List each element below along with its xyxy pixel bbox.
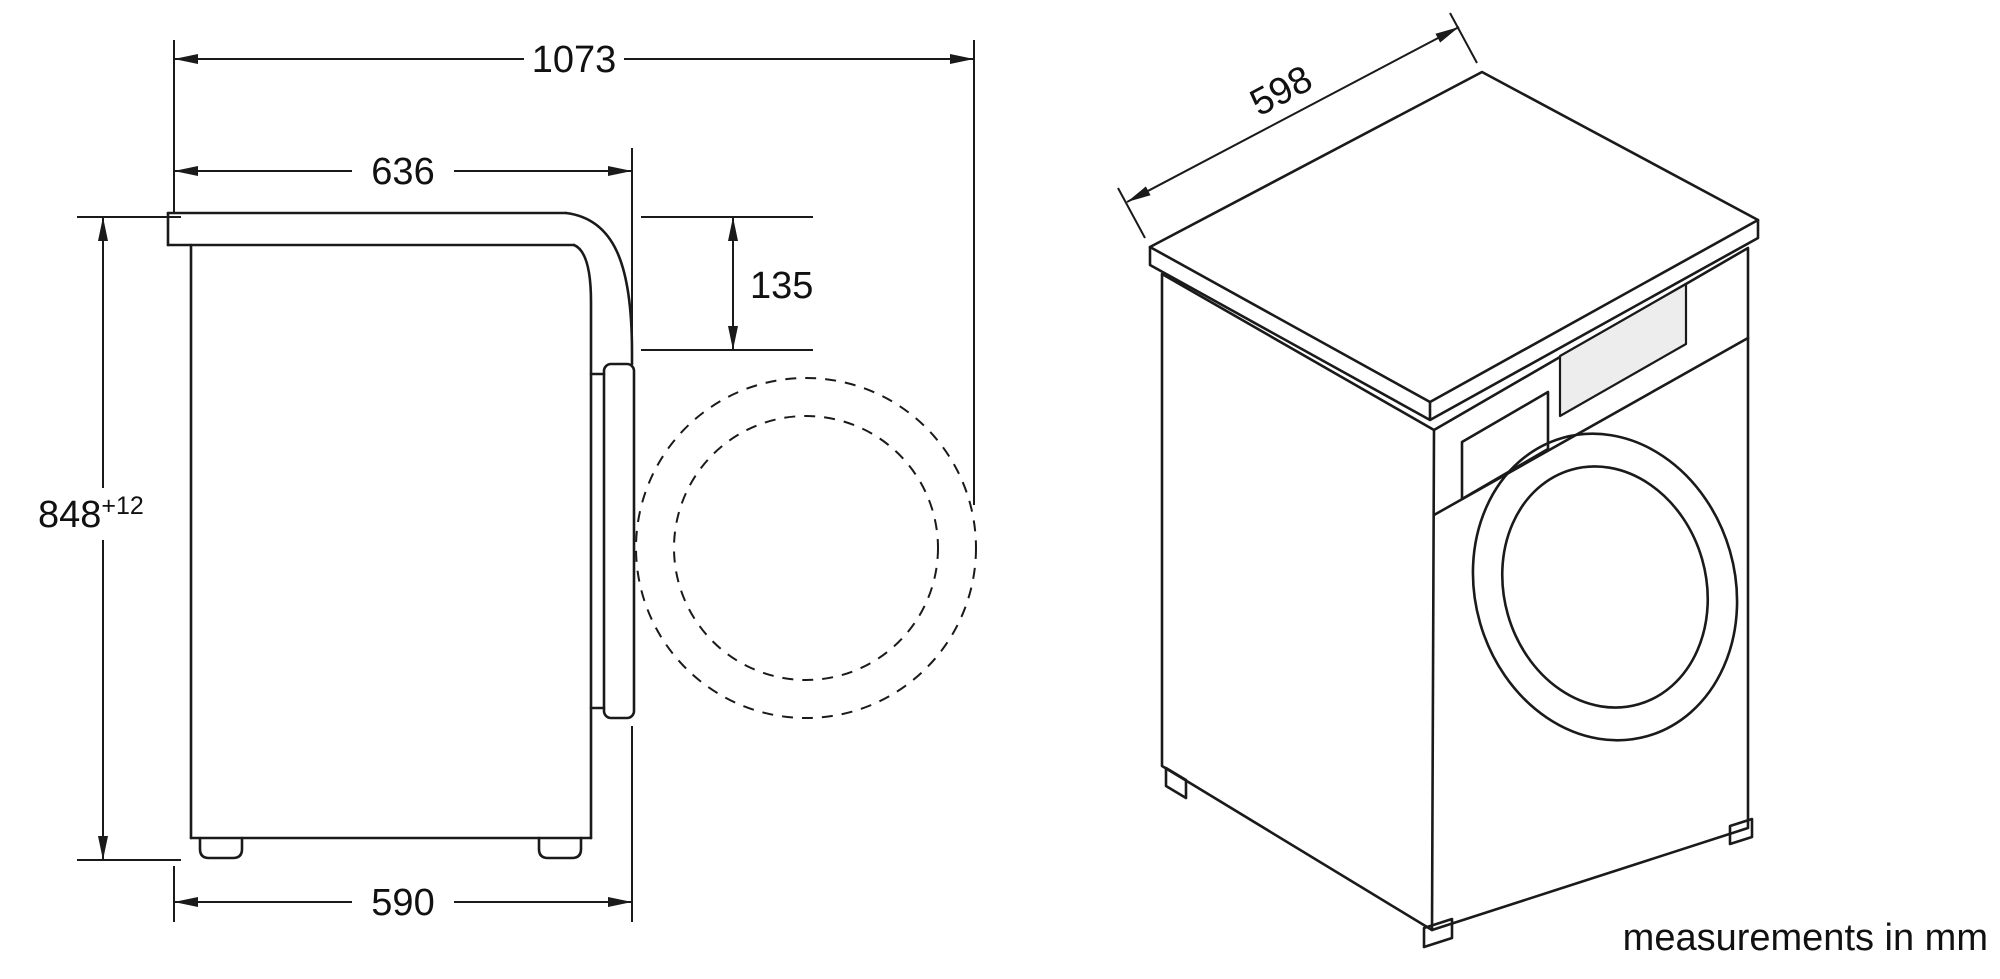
dim-height: 848+12 — [30, 216, 181, 861]
worktop-thickness — [1148, 218, 1760, 422]
dim-door-projection: 135 — [641, 216, 813, 351]
door-glass — [1500, 465, 1710, 709]
display-window — [1460, 390, 1550, 501]
door-swing-inner-circle — [673, 415, 939, 681]
label-backing — [30, 488, 154, 540]
dimension-arrow-line — [1126, 26, 1460, 203]
detergent-drawer — [1558, 282, 1688, 418]
dimension-label-590: 590 — [371, 882, 434, 924]
side-view: 1073 636 135 848+12 — [30, 38, 977, 924]
dim-total-depth: 1073 — [173, 38, 975, 505]
extension-line-right — [1449, 12, 1478, 64]
right-foot — [537, 836, 583, 860]
dimension-label-598: 598 — [1244, 58, 1320, 125]
height-value: 848 — [38, 494, 101, 536]
label-backing — [352, 881, 454, 923]
label-backing — [352, 150, 454, 192]
machine-side-outline — [166, 211, 636, 860]
dimension-label-1073: 1073 — [532, 39, 617, 81]
body-front-left-edge — [1430, 428, 1436, 932]
door-panel — [602, 362, 636, 720]
isometric-view: 598 — [1117, 12, 1760, 949]
dimension-label-135: 135 — [750, 265, 813, 307]
dimension-label-848: 848+12 — [38, 492, 144, 536]
iso-foot-right — [1728, 817, 1754, 846]
units-note: measurements in mm — [1623, 917, 1988, 959]
front-inner-curve — [572, 243, 593, 840]
left-foot — [198, 836, 244, 860]
iso-foot-back-left — [1164, 766, 1188, 800]
dimension-label-636: 636 — [371, 151, 434, 193]
dim-top-depth: 636 — [174, 148, 633, 360]
front-outer-curve — [564, 211, 634, 366]
door-swing-outer-circle — [635, 377, 977, 719]
height-tolerance: +12 — [101, 492, 143, 520]
label-backing — [524, 38, 624, 80]
iso-foot-front — [1422, 917, 1454, 949]
door-swing-circles — [635, 377, 977, 719]
door-outer-ring — [1471, 432, 1739, 742]
dim-base-depth: 590 — [173, 726, 633, 924]
extension-line-left — [1117, 187, 1146, 239]
